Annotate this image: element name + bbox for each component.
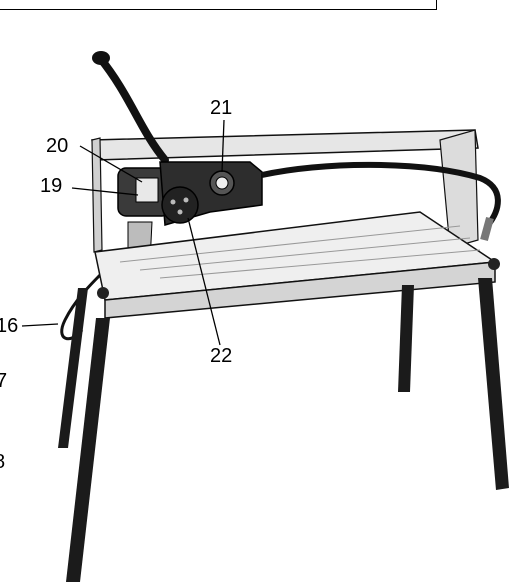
gantry-rail bbox=[91, 129, 479, 253]
power-cable bbox=[60, 161, 501, 341]
stand-legs bbox=[58, 278, 509, 582]
callout-16: 16 bbox=[0, 315, 19, 337]
callout-leaders bbox=[21, 119, 225, 346]
callout-8: 8 bbox=[0, 451, 5, 473]
work-table bbox=[94, 211, 500, 319]
callout-7: 7 bbox=[0, 370, 8, 392]
callout-22: 22 bbox=[210, 345, 233, 367]
callout-19: 19 bbox=[40, 175, 63, 197]
motor-unit bbox=[117, 161, 263, 263]
callout-21: 21 bbox=[210, 97, 233, 119]
handle-lever bbox=[92, 51, 169, 164]
callout-20: 20 bbox=[46, 135, 69, 157]
figure-frame-edge bbox=[0, 0, 437, 10]
